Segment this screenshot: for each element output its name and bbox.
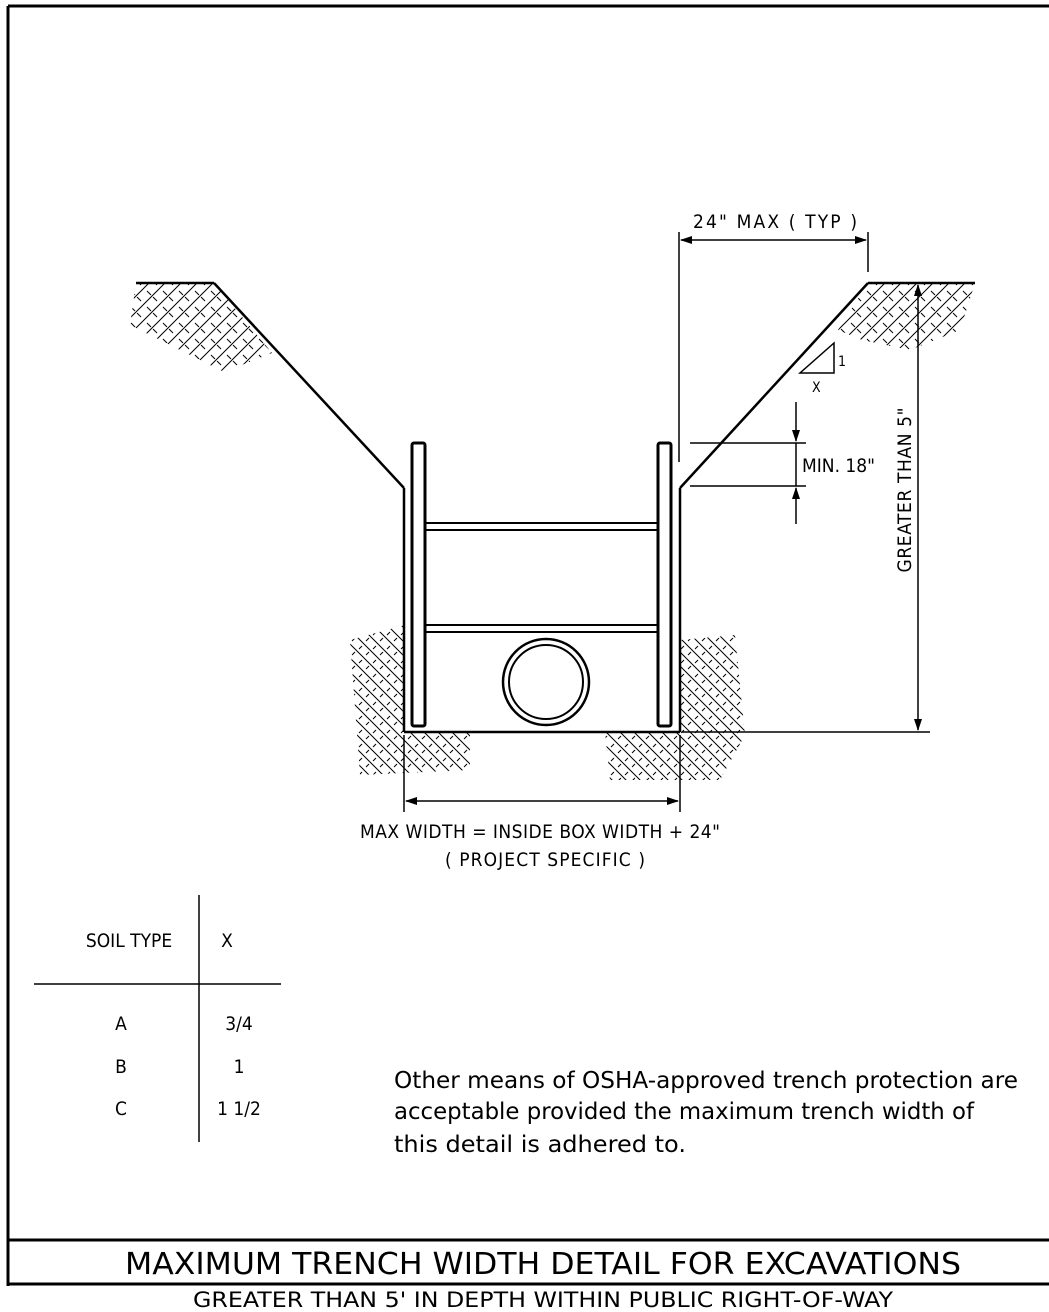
pipe <box>501 637 591 727</box>
trench-box <box>410 441 673 728</box>
table-cell-soil-a: A <box>115 1013 127 1035</box>
detail-subtitle: GREATER THAN 5' IN DEPTH WITHIN PUBLIC R… <box>193 1288 893 1312</box>
top-offset-label: 24" MAX ( TYP ) <box>693 211 857 233</box>
dimension-min-embed <box>690 402 806 524</box>
note-line-2: acceptable provided the maximum trench w… <box>394 1099 975 1125</box>
soil-hatch-left-slope <box>130 283 272 372</box>
dimension-max-width <box>403 735 681 812</box>
dimension-top-offset <box>678 232 869 462</box>
depth-label: GREATER THAN 5" <box>894 408 916 573</box>
trench-profile <box>136 281 975 734</box>
soil-hatch-bottom <box>350 625 745 780</box>
table-cell-soil-c: C <box>115 1098 127 1120</box>
table-header-soil-type: SOIL TYPE <box>86 930 172 952</box>
note-line-1: Other means of OSHA-approved trench prot… <box>394 1068 1018 1094</box>
osha-note: Other means of OSHA-approved trench prot… <box>394 1068 1018 1158</box>
table-cell-x-b: 1 <box>234 1056 245 1078</box>
table-cell-x-a: 3/4 <box>225 1013 253 1035</box>
project-specific-label: ( PROJECT SPECIFIC ) <box>445 849 645 871</box>
slope-rise-label: 1 <box>838 354 846 370</box>
note-line-3: this detail is adhered to. <box>394 1132 686 1158</box>
slope-triangle <box>798 341 835 374</box>
table-cell-soil-b: B <box>115 1056 127 1078</box>
soil-hatch-right-slope <box>838 283 975 350</box>
table-header-x: X <box>221 930 233 952</box>
slope-run-label: X <box>812 380 821 396</box>
soil-type-table: SOIL TYPE X A 3/4 B 1 C 1 1/2 <box>34 895 281 1142</box>
sheet-border <box>6 4 1049 1286</box>
min-embed-label: MIN. 18" <box>802 455 875 477</box>
table-cell-x-c: 1 1/2 <box>217 1098 261 1120</box>
dimension-depth <box>682 284 930 733</box>
detail-title: MAXIMUM TRENCH WIDTH DETAIL FOR EXCAVATI… <box>125 1247 961 1282</box>
max-width-label: MAX WIDTH = INSIDE BOX WIDTH + 24" <box>360 821 720 843</box>
